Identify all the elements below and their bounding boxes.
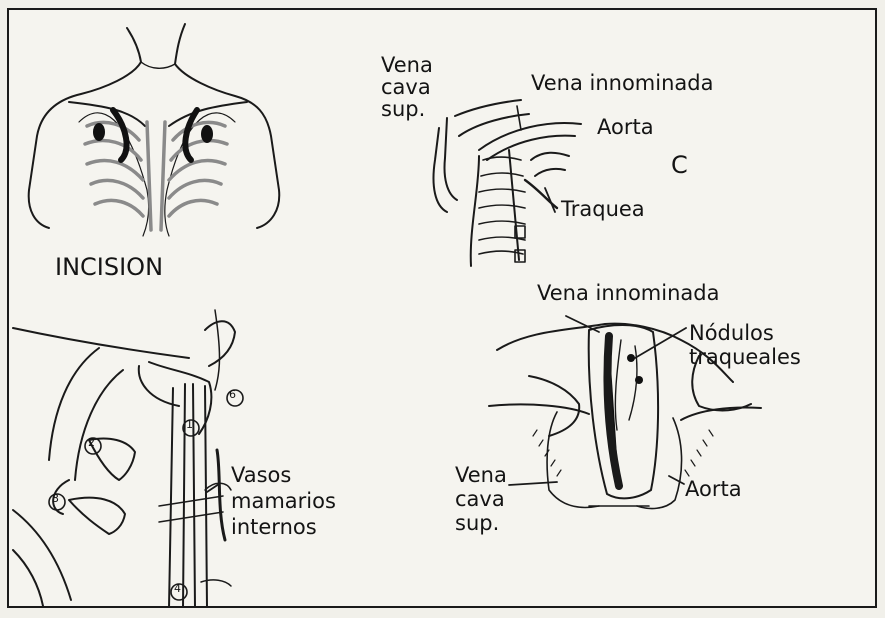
marker-3: 3 bbox=[52, 493, 59, 505]
label-vasos-mamarios-line1: Vasos bbox=[231, 464, 291, 487]
mediastinum-vessels-drawing bbox=[434, 100, 582, 266]
label-vena-cava-sup-bottom-line2: cava bbox=[455, 488, 505, 511]
panel-letter-c: C bbox=[671, 154, 688, 177]
label-traquea: Traquea bbox=[561, 198, 645, 221]
label-vena-innominada-top: Vena innominada bbox=[531, 72, 713, 95]
label-vena-cava-sup-top-line3: sup. bbox=[381, 98, 425, 121]
illustration-canvas bbox=[9, 10, 877, 608]
label-vasos-mamarios-line3: internos bbox=[231, 516, 317, 539]
label-nodulos-line2: traqueales bbox=[689, 346, 801, 369]
label-vena-cava-sup-bottom-line3: sup. bbox=[455, 512, 499, 535]
label-vena-innominada-bottom: Vena innominada bbox=[537, 282, 719, 305]
torso-incision-drawing bbox=[29, 24, 280, 236]
marker-1: 1 bbox=[186, 419, 193, 431]
label-vena-cava-sup-bottom-line1: Vena bbox=[455, 464, 507, 487]
incision-caption: INCISION bbox=[55, 256, 163, 279]
label-vena-cava-sup-top-line1: Vena bbox=[381, 54, 433, 77]
marker-2: 2 bbox=[88, 437, 95, 449]
internal-mammary-vessels-drawing bbox=[13, 310, 243, 608]
marker-4: 4 bbox=[174, 583, 181, 595]
label-nodulos-line1: Nódulos bbox=[689, 322, 774, 345]
label-aorta-top: Aorta bbox=[597, 116, 654, 139]
figure-panel: INCISION Vena cava sup. Vena innominada … bbox=[7, 8, 877, 608]
marker-6: 6 bbox=[229, 389, 236, 401]
label-aorta-bottom: Aorta bbox=[685, 478, 742, 501]
label-vasos-mamarios-line2: mamarios bbox=[231, 490, 336, 513]
label-vena-cava-sup-top-line2: cava bbox=[381, 76, 431, 99]
